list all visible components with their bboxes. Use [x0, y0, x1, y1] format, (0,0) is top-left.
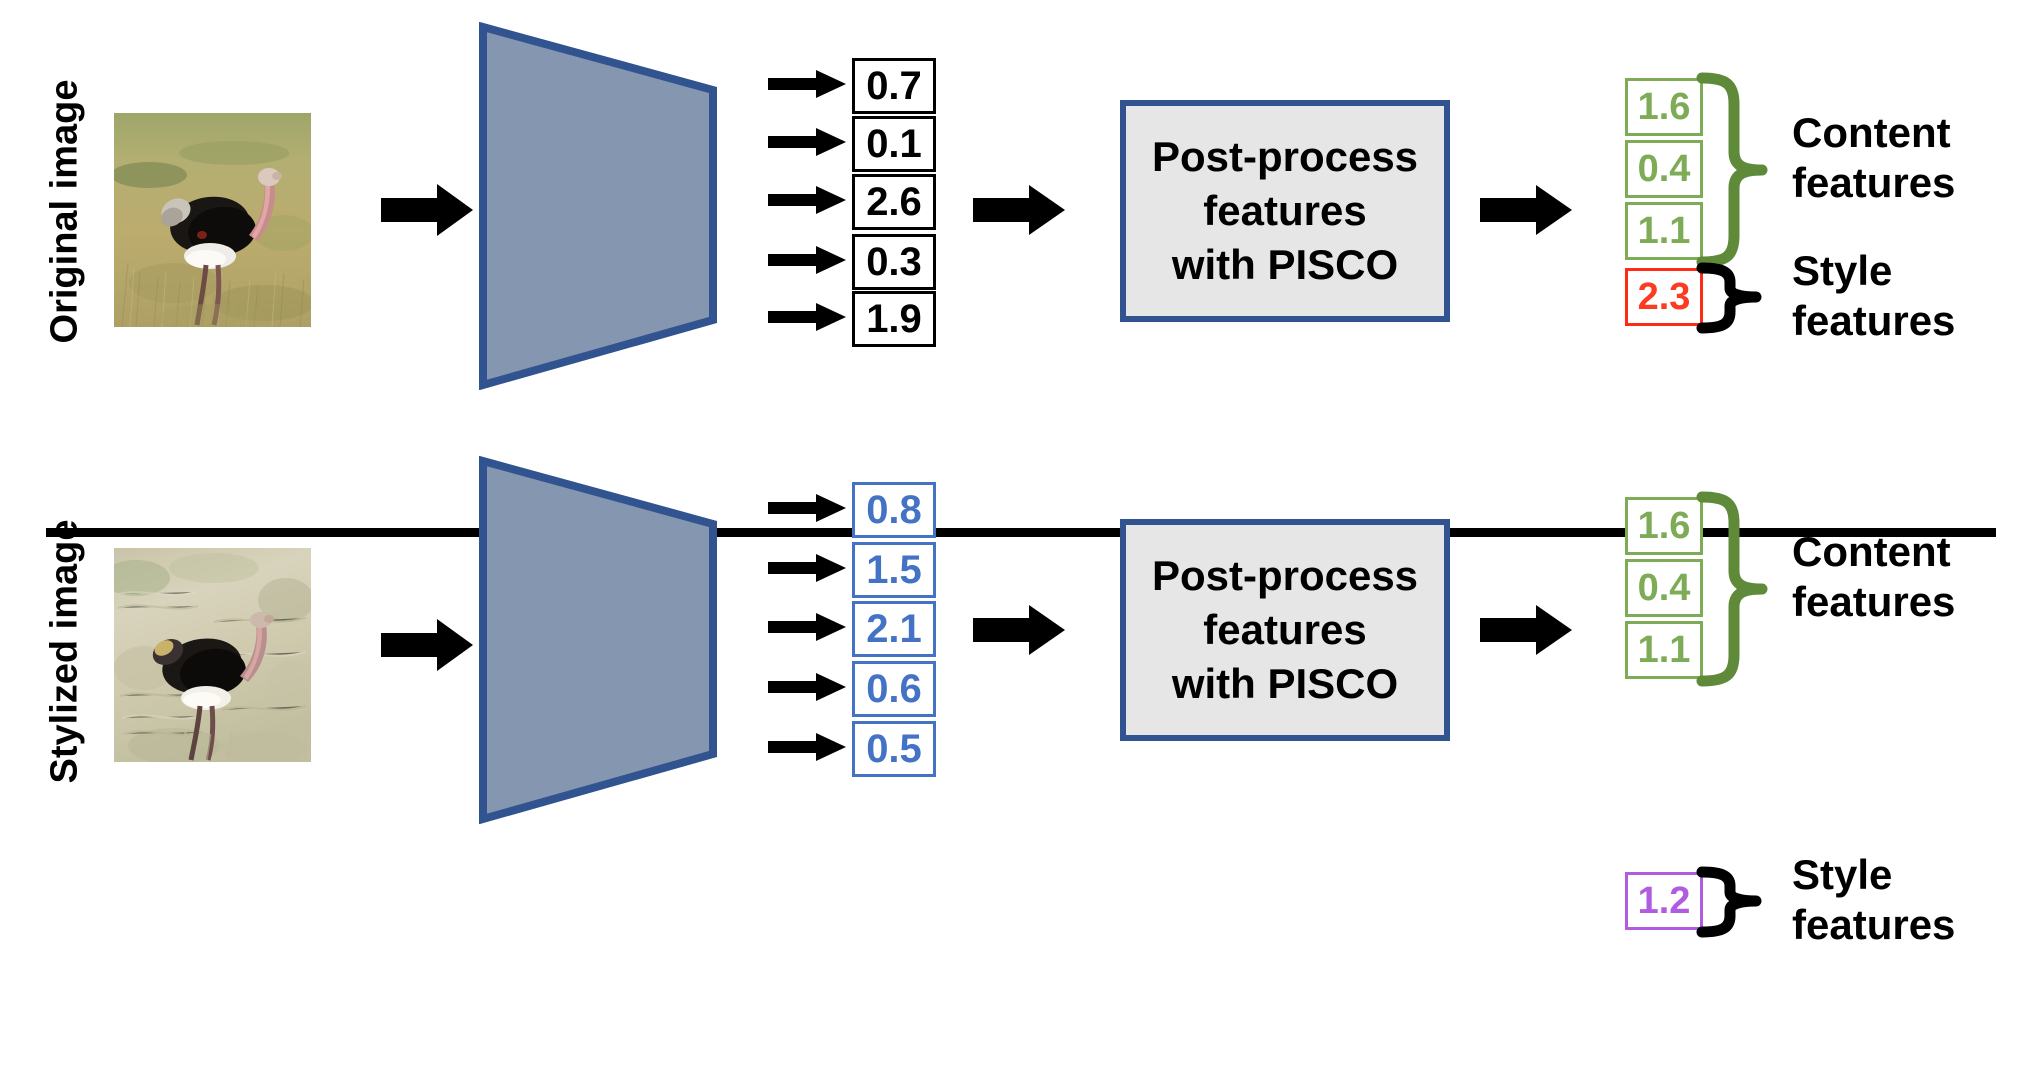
raw-feature-box: 0.5	[852, 721, 936, 777]
content-features-brace-original	[1696, 72, 1778, 268]
arrow-network-to-feature-original-0	[768, 70, 846, 98]
style-features-label-original: Style features	[1792, 246, 1955, 345]
pisco-process-box-stylized: Post-process features with PISCO	[1120, 519, 1450, 741]
style-features-brace-stylized	[1696, 866, 1778, 938]
raw-feature-value: 2.1	[866, 607, 922, 651]
style-features-label-line2: features	[1792, 296, 1956, 344]
arrow-network-to-feature-stylized-2	[768, 613, 846, 641]
raw-feature-value: 2.6	[866, 180, 922, 224]
arrow-network-to-feature-original-4	[768, 303, 846, 331]
content-feature-box: 1.6	[1625, 78, 1703, 136]
content-feature-value: 1.6	[1637, 505, 1691, 547]
raw-feature-box: 0.7	[852, 58, 936, 114]
style-feature-box: 1.2	[1625, 872, 1703, 930]
content-feature-value: 0.4	[1637, 148, 1691, 190]
arrow-pisco-to-output-original	[1480, 184, 1572, 236]
content-feature-box: 0.4	[1625, 559, 1703, 617]
raw-feature-value: 0.3	[866, 240, 922, 284]
content-features-brace-stylized	[1696, 491, 1778, 687]
content-features-label-line1: Content	[1792, 109, 1951, 156]
raw-feature-value: 0.8	[866, 488, 922, 532]
raw-feature-box: 0.6	[852, 661, 936, 717]
raw-feature-box: 1.5	[852, 542, 936, 598]
original-image-thumbnail	[114, 113, 311, 327]
arrow-stylized-image-to-network	[381, 617, 473, 673]
raw-feature-box: 2.6	[852, 174, 936, 230]
content-features-label-line2: features	[1792, 577, 1956, 625]
raw-feature-value: 1.5	[866, 548, 922, 592]
arrow-features-to-pisco-original	[973, 184, 1065, 236]
arrow-network-to-feature-stylized-3	[768, 673, 846, 701]
content-feature-value: 1.1	[1637, 629, 1691, 671]
row-divider	[46, 528, 1996, 537]
style-feature-value: 2.3	[1637, 276, 1691, 318]
content-feature-box: 0.4	[1625, 140, 1703, 198]
style-features-label-line1: Style	[1792, 247, 1893, 294]
style-features-label-line1: Style	[1792, 851, 1893, 898]
arrow-network-to-feature-stylized-1	[768, 554, 846, 582]
content-features-label-stylized: Content features	[1792, 527, 1955, 626]
encoder-network-original	[478, 22, 718, 390]
arrow-network-to-feature-stylized-4	[768, 733, 846, 761]
row-label-stylized: Stylized image	[43, 519, 86, 784]
pisco-line-1: Post-process	[1151, 133, 1419, 181]
arrow-network-to-feature-stylized-0	[768, 494, 846, 522]
raw-feature-value: 0.1	[866, 122, 922, 166]
pisco-line-3: with PISCO	[1171, 659, 1399, 707]
style-features-brace-original	[1696, 262, 1778, 334]
stylized-image-thumbnail	[114, 548, 311, 762]
arrow-original-image-to-network	[381, 182, 473, 238]
content-feature-box: 1.1	[1625, 202, 1703, 260]
arrow-features-to-pisco-stylized	[973, 604, 1065, 656]
content-feature-value: 0.4	[1637, 567, 1691, 609]
style-features-label-line2: features	[1792, 900, 1956, 948]
raw-feature-value: 1.9	[866, 297, 922, 341]
content-features-label-line1: Content	[1792, 528, 1951, 575]
original-image-svg	[114, 113, 311, 327]
pisco-process-box-original: Post-process features with PISCO	[1120, 100, 1450, 322]
style-feature-value: 1.2	[1637, 880, 1691, 922]
arrow-network-to-feature-original-3	[768, 246, 846, 274]
arrow-pisco-to-output-stylized	[1480, 604, 1572, 656]
raw-feature-box: 1.9	[852, 291, 936, 347]
pisco-line-2: features	[1203, 187, 1367, 235]
raw-feature-box: 0.3	[852, 234, 936, 290]
pisco-line-3: with PISCO	[1171, 240, 1399, 288]
raw-feature-value: 0.7	[866, 64, 922, 108]
raw-feature-value: 0.6	[866, 667, 922, 711]
content-feature-value: 1.6	[1637, 86, 1691, 128]
content-feature-box: 1.6	[1625, 497, 1703, 555]
pisco-line-2: features	[1203, 606, 1367, 654]
pisco-line-1: Post-process	[1151, 552, 1419, 600]
content-feature-value: 1.1	[1637, 210, 1691, 252]
encoder-network-stylized	[478, 456, 718, 824]
arrow-network-to-feature-original-1	[768, 128, 846, 156]
raw-feature-box: 0.1	[852, 116, 936, 172]
row-label-original: Original image	[43, 79, 86, 344]
raw-feature-box: 2.1	[852, 601, 936, 657]
content-feature-box: 1.1	[1625, 621, 1703, 679]
style-features-label-stylized: Style features	[1792, 850, 1955, 949]
style-feature-box: 2.3	[1625, 268, 1703, 326]
raw-feature-box: 0.8	[852, 482, 936, 538]
content-features-label-line2: features	[1792, 158, 1956, 206]
raw-feature-value: 0.5	[866, 727, 922, 771]
content-features-label-original: Content features	[1792, 108, 1955, 207]
arrow-network-to-feature-original-2	[768, 186, 846, 214]
stylized-image-svg	[114, 548, 311, 762]
